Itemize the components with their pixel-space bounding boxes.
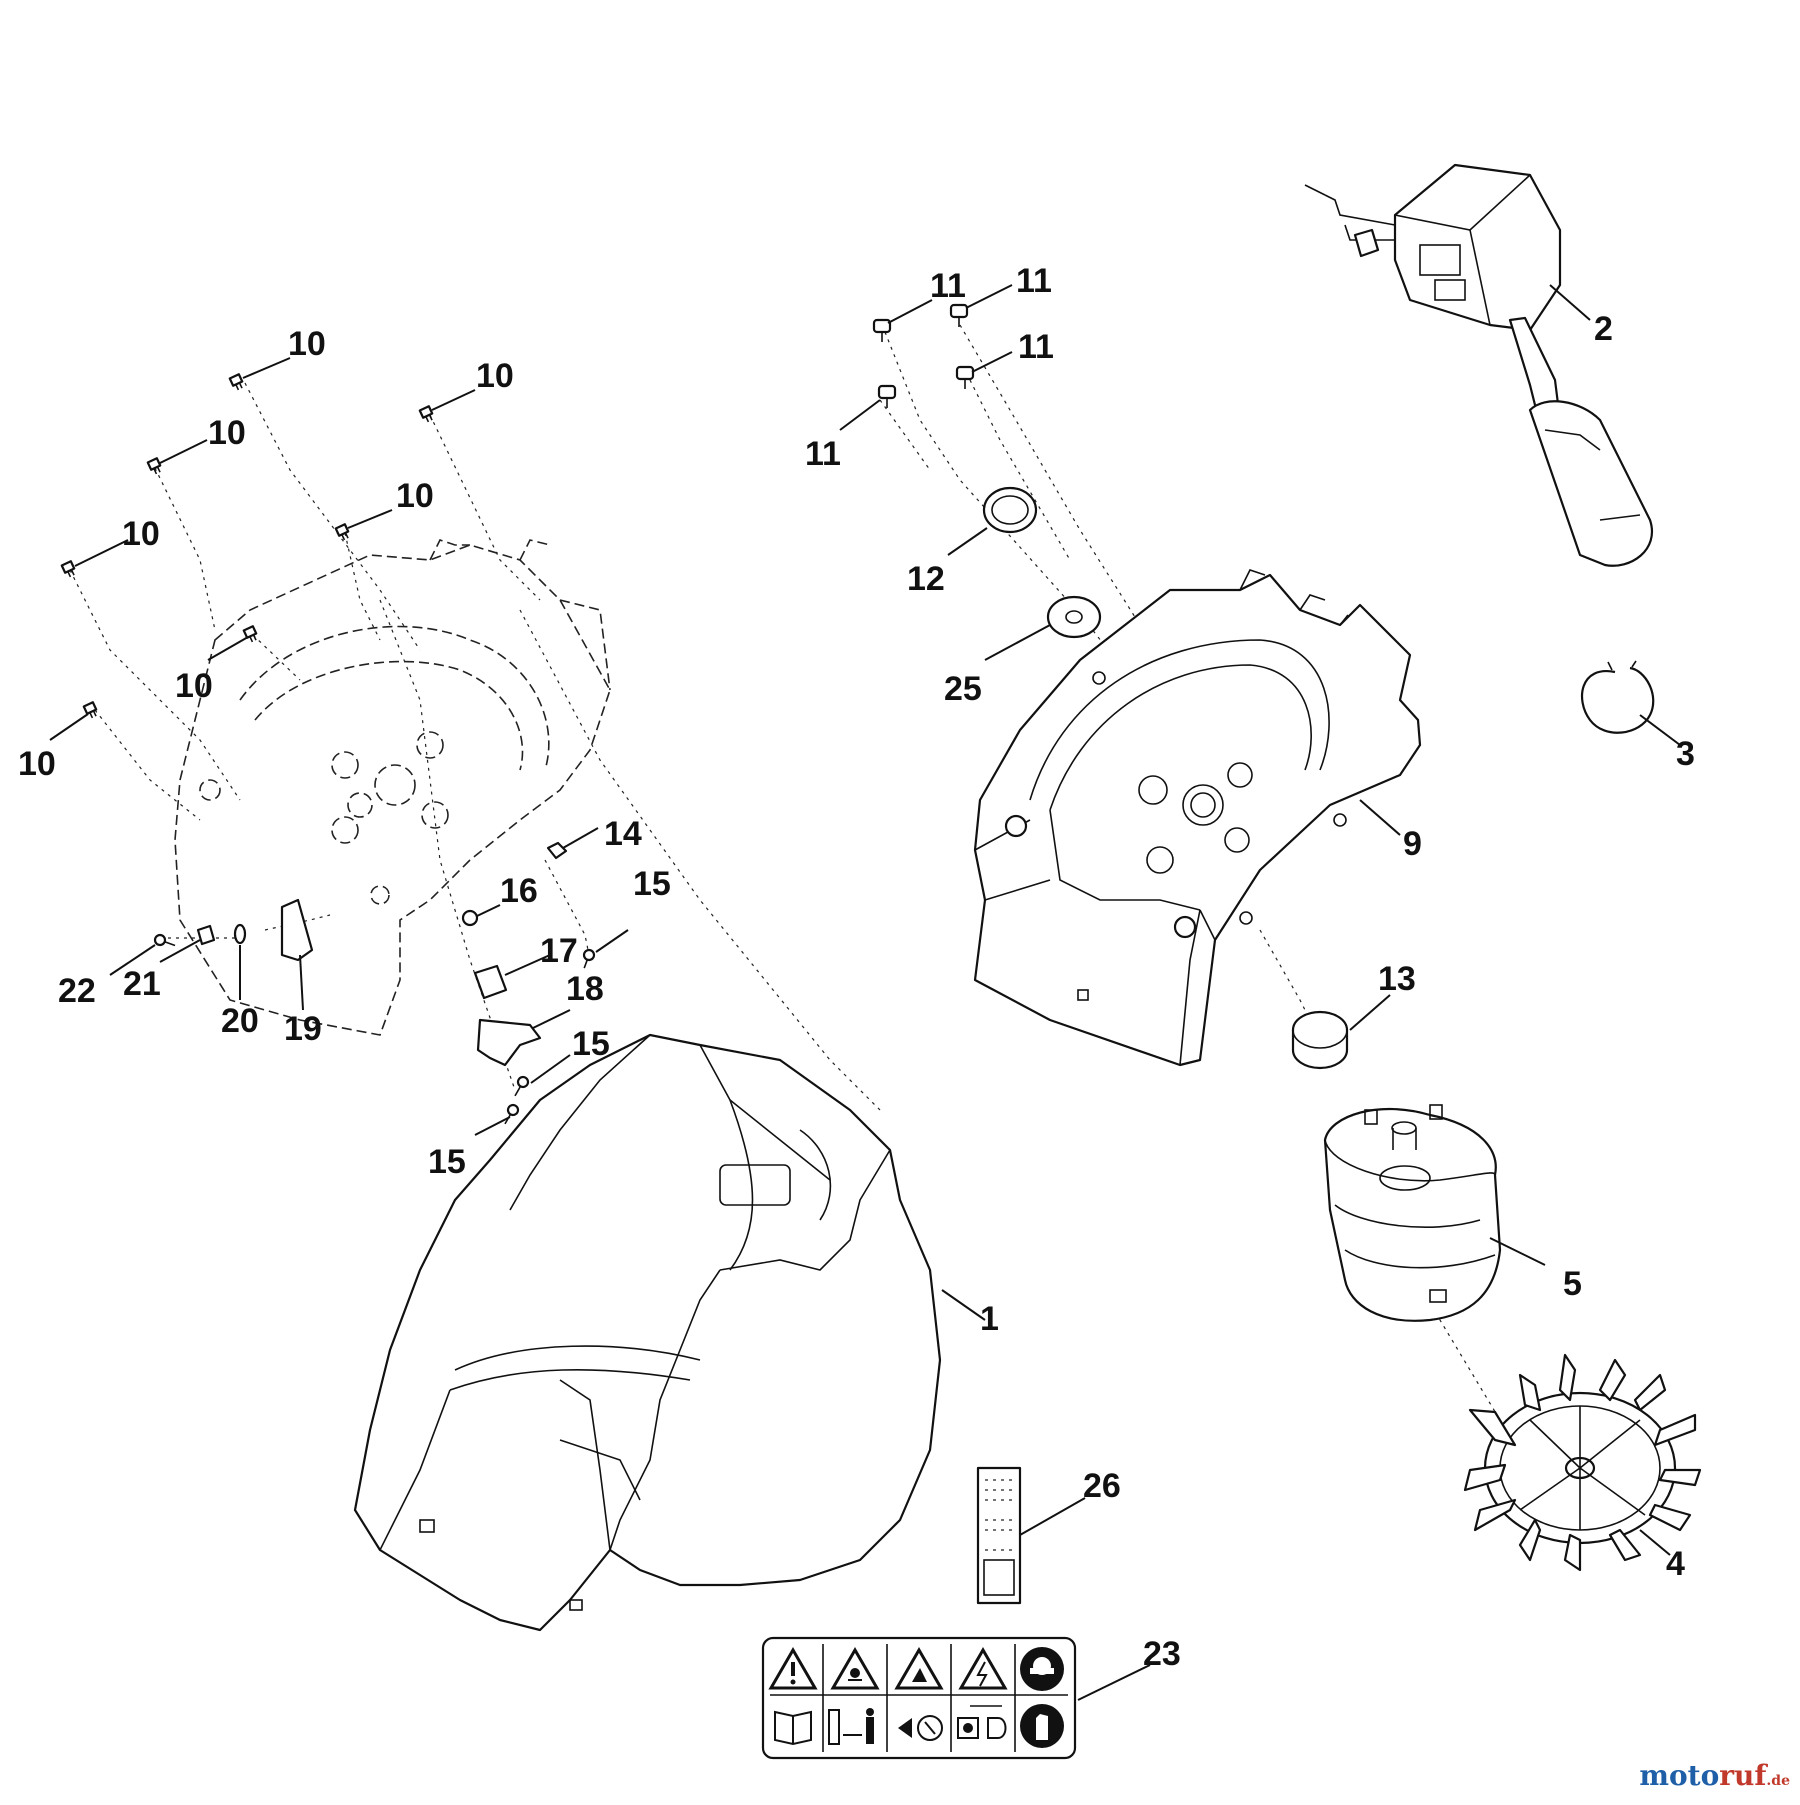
callout-12: 12: [907, 560, 945, 598]
callout-10: 10: [476, 357, 514, 395]
callout-11: 11: [805, 435, 841, 473]
callout-10: 10: [18, 745, 56, 783]
eye-protection-icon: [1020, 1647, 1064, 1691]
screw-icon: [582, 948, 596, 969]
part-4-fan: [1463, 1353, 1702, 1572]
small-hardware: [153, 841, 596, 1125]
callout-15: 15: [428, 1143, 466, 1181]
screw-icon: [146, 457, 162, 475]
callout-14: 14: [604, 815, 642, 853]
callout-10: 10: [396, 477, 434, 515]
warning-triangle-icon: [768, 1647, 818, 1690]
watermark-brand-part1: moto: [1639, 1759, 1720, 1792]
part-12-grommet: [982, 486, 1038, 534]
screw-icon: [955, 365, 975, 389]
callout-16: 16: [500, 872, 538, 910]
part-26-label: [976, 1466, 1022, 1605]
callout-10: 10: [288, 325, 326, 363]
read-manual-icon: [774, 1710, 812, 1746]
hand-injury-warning-icon: [894, 1647, 944, 1690]
callout-10: 10: [122, 515, 160, 553]
plate-icon: [280, 898, 314, 962]
keep-distance-icon: [828, 1708, 874, 1745]
part-13-sleeve: [1291, 1010, 1349, 1070]
screw-icon: [418, 405, 434, 423]
spacer-icon: [196, 924, 216, 946]
part-25-washer: [1046, 595, 1102, 639]
screw-icon: [514, 1075, 530, 1097]
watermark-logo: motoruf.de: [1639, 1759, 1790, 1792]
part-2-switch: [1304, 163, 1653, 567]
washer-icon: [233, 923, 247, 945]
callout-13: 13: [1378, 960, 1416, 998]
callout-22: 22: [58, 972, 96, 1010]
callout-23: 23: [1143, 1635, 1181, 1673]
callout-10: 10: [175, 667, 213, 705]
screw-icon: [82, 701, 98, 719]
callout-2: 2: [1594, 310, 1613, 348]
callout-5: 5: [1563, 1265, 1582, 1303]
clip-icon: [546, 841, 568, 860]
housing-ghost-left: [174, 539, 611, 1036]
callout-25: 25: [944, 670, 982, 708]
screw-icon: [504, 1103, 520, 1125]
part-5-motor: [1323, 1104, 1502, 1322]
screw-icon: [60, 560, 76, 578]
nut-icon: [461, 909, 479, 927]
part-3-circlip: [1581, 660, 1655, 734]
screw-icon: [334, 523, 350, 541]
thrown-objects-warning-icon: [830, 1647, 880, 1690]
rotating-blade-icon: [898, 1715, 943, 1741]
screws-10: [60, 373, 434, 719]
callout-11: 11: [930, 267, 966, 305]
callout-18: 18: [566, 970, 604, 1008]
screw-icon: [242, 625, 258, 643]
callout-26: 26: [1083, 1467, 1121, 1505]
part-23-warning-label: [761, 1636, 1077, 1760]
leader-lines: [49, 284, 1681, 1701]
unplug-icon: [957, 1705, 1007, 1739]
screw-icon: [153, 933, 176, 947]
block-icon: [473, 964, 508, 1000]
electric-shock-warning-icon: [958, 1647, 1008, 1690]
watermark-suffix: .de: [1766, 1773, 1790, 1789]
callout-9: 9: [1403, 825, 1422, 863]
part-1-shroud: [353, 1033, 942, 1632]
callout-15: 15: [572, 1025, 610, 1063]
screws-11: [872, 303, 975, 408]
wear-gloves-icon: [1020, 1704, 1064, 1748]
callout-10: 10: [208, 414, 246, 452]
callout-1: 1: [980, 1300, 999, 1338]
callout-20: 20: [221, 1002, 259, 1040]
callout-19: 19: [284, 1010, 322, 1048]
callout-11: 11: [1016, 262, 1052, 300]
screw-icon: [872, 318, 892, 342]
callout-11: 11: [1018, 328, 1054, 366]
callout-labels: 1 2 3 4 5 9 10 10 10 10 10 10 10 11 11 1…: [18, 262, 1695, 1673]
callout-3: 3: [1676, 735, 1695, 773]
screw-icon: [877, 384, 897, 408]
watermark-brand-part2: ruf: [1719, 1759, 1767, 1792]
callout-17: 17: [540, 932, 578, 970]
bracket-icon: [476, 1018, 542, 1067]
part-9-motor-housing: [973, 569, 1422, 1067]
callout-4: 4: [1666, 1545, 1685, 1583]
callout-15: 15: [633, 865, 671, 903]
screw-icon: [228, 373, 244, 391]
screw-icon: [949, 303, 969, 327]
callout-21: 21: [123, 965, 161, 1003]
